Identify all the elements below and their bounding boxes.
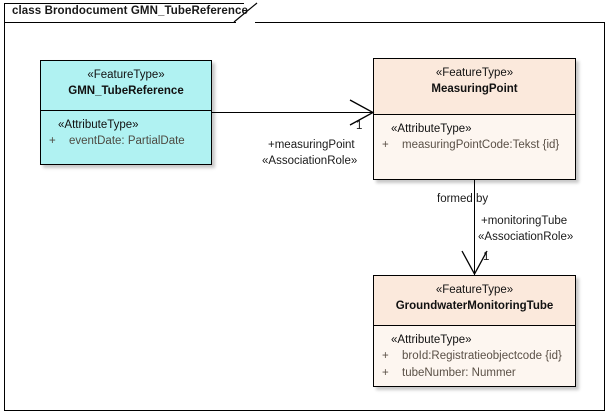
diagram-frame-top-edge (255, 22, 605, 23)
class-header-gmn-tube-reference: «FeatureType» GMN_TubeReference (41, 61, 211, 111)
diagram-title-tab-underline (4, 22, 236, 23)
association-name-formed-by: formed by (437, 193, 489, 205)
class-stereotype: «FeatureType» (435, 284, 514, 296)
diagram-title: class Brondocument GMN_TubeReference (12, 5, 248, 17)
attribute-row: + measuringPointCode:Tekst {id} (380, 137, 571, 154)
attribute-stereotype: «AttributeType» (391, 334, 472, 346)
association-line-tube-reference-measuring-point[interactable] (212, 112, 373, 114)
association-arrowhead-measuring-point (349, 99, 375, 126)
class-stereotype: «FeatureType» (435, 67, 514, 79)
diagram-title-tab (4, 3, 244, 23)
class-header-measuring-point: «FeatureType» MeasuringPoint (374, 59, 575, 115)
association-multiplicity-monitoring-tube: 1 (483, 251, 490, 263)
class-name: GroundwaterMonitoringTube (395, 300, 554, 312)
attribute-row: + eventDate: PartialDate (47, 133, 207, 150)
class-box-groundwater-monitoring-tube[interactable]: «FeatureType» GroundwaterMonitoringTube … (373, 275, 576, 387)
association-arrowhead-monitoring-tube (461, 250, 488, 276)
attribute-visibility: + (49, 135, 56, 147)
association-line-measuring-point-monitoring-tube[interactable] (474, 180, 476, 275)
diagram-title-tab-diagonal-icon (233, 2, 258, 23)
attribute-visibility: + (382, 139, 389, 151)
attribute-stereotype: «AttributeType» (391, 123, 472, 135)
class-box-measuring-point[interactable]: «FeatureType» MeasuringPoint «AttributeT… (373, 58, 576, 180)
association-role-stereotype-monitoring-tube: «AssociationRole» (478, 231, 574, 243)
association-role-stereotype-measuring-point: «AssociationRole» (262, 155, 358, 167)
class-name: GMN_TubeReference (68, 85, 184, 97)
attributes-compartment-gmn-tube-reference: «AttributeType» + eventDate: PartialDate (41, 111, 211, 164)
association-role-name-monitoring-tube: +monitoringTube (481, 215, 568, 227)
attribute-visibility: + (382, 367, 389, 379)
attribute-stereotype: «AttributeType» (58, 119, 139, 131)
attributes-compartment-measuring-point: «AttributeType» + measuringPointCode:Tek… (374, 115, 575, 179)
diagram-frame (4, 22, 605, 411)
class-box-gmn-tube-reference[interactable]: «FeatureType» GMN_TubeReference «Attribu… (40, 60, 212, 165)
attribute-text: broId:Registratieobjectcode {id} (402, 350, 562, 362)
association-multiplicity-measuring-point: 1 (356, 120, 363, 132)
attribute-row: + broId:Registratieobjectcode {id} (380, 348, 571, 365)
attribute-visibility: + (382, 350, 389, 362)
attribute-text: measuringPointCode:Tekst {id} (402, 139, 560, 151)
association-role-name-measuring-point: +measuringPoint (268, 139, 355, 151)
attributes-compartment-groundwater-monitoring-tube: «AttributeType» + broId:Registratieobjec… (374, 326, 575, 386)
attribute-row: + tubeNumber: Nummer (380, 365, 571, 382)
class-header-groundwater-monitoring-tube: «FeatureType» GroundwaterMonitoringTube (374, 276, 575, 326)
class-stereotype: «FeatureType» (87, 69, 165, 81)
attribute-text: eventDate: PartialDate (69, 135, 185, 147)
attribute-text: tubeNumber: Nummer (402, 367, 516, 379)
class-name: MeasuringPoint (431, 83, 518, 95)
